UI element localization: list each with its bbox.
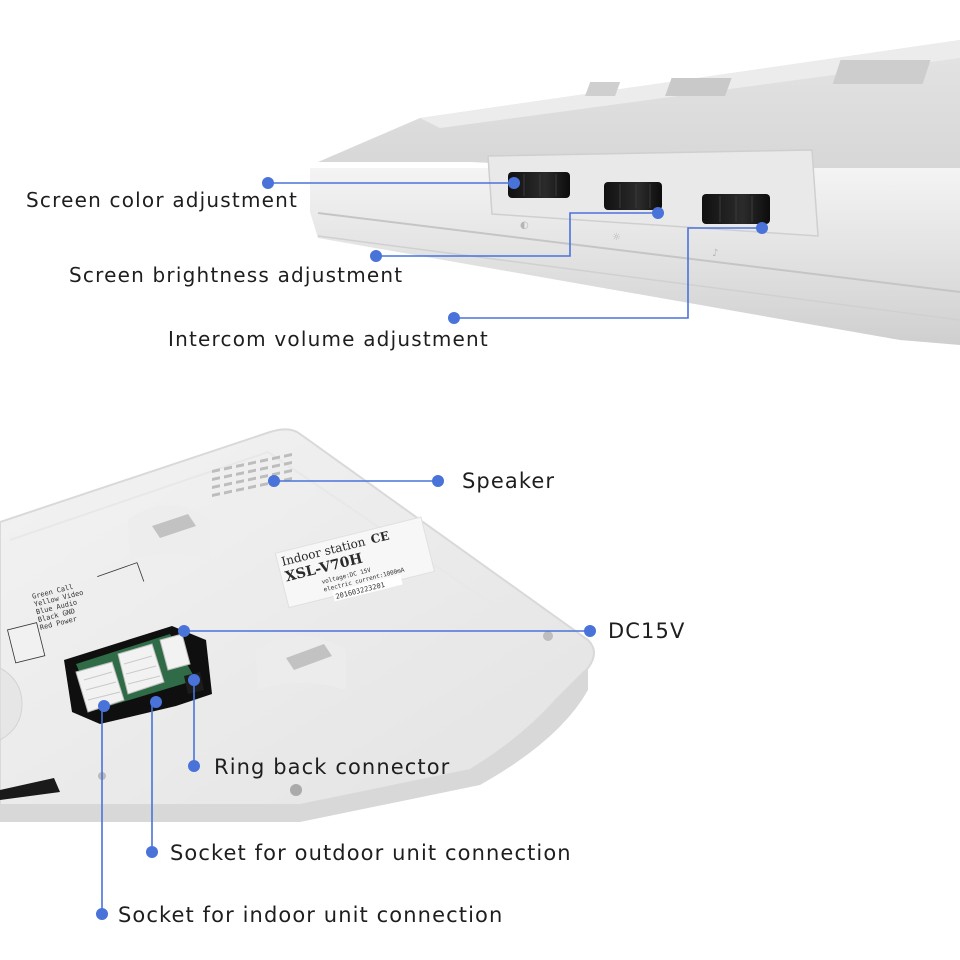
brightness-callout-line	[376, 212, 656, 257]
speaker-callout-dot	[432, 475, 444, 487]
svg-text:☼: ☼	[612, 232, 621, 243]
speaker-grille	[212, 452, 292, 497]
volume-callout-dot	[448, 312, 460, 324]
indoor-target-dot	[98, 700, 110, 712]
svg-text:◐: ◐	[520, 220, 529, 231]
speaker-label: Speaker	[462, 469, 556, 493]
dc-label: DC15V	[608, 619, 686, 643]
ringback-target-dot	[188, 674, 200, 686]
volume-callout-line	[454, 227, 762, 319]
volume-wheel[interactable]	[702, 194, 770, 224]
svg-text:♪: ♪	[712, 248, 718, 259]
color-wheel[interactable]	[508, 172, 570, 198]
callout-lines	[101, 182, 762, 914]
indoor-socket-label: Socket for indoor unit connection	[118, 903, 504, 927]
monitor-back-view: Indoor station CE XSL-V70H voltage:DC 15…	[0, 428, 595, 822]
volume-target-dot	[756, 222, 768, 234]
speaker-target-dot	[268, 475, 280, 487]
outdoor-socket-label: Socket for outdoor unit connection	[170, 841, 572, 865]
rating-label: Indoor station CE XSL-V70H voltage:DC 15…	[274, 516, 436, 609]
volume-adjustment-label: Intercom volume adjustment	[168, 327, 489, 351]
monitor-side-view: ◐ ☼ ♪	[310, 40, 960, 345]
color-callout-dot	[262, 177, 274, 189]
brightness-adjustment-label: Screen brightness adjustment	[69, 263, 404, 287]
callout-dots	[96, 177, 768, 920]
indoor-callout-dot	[96, 908, 108, 920]
outdoor-target-dot	[150, 696, 162, 708]
color-target-dot	[508, 177, 520, 189]
outdoor-socket[interactable]	[117, 643, 165, 695]
brightness-callout-dot	[370, 250, 382, 262]
indoor-socket[interactable]	[75, 661, 125, 713]
connector-bay	[64, 626, 212, 724]
ringback-label: Ring back connector	[214, 755, 451, 779]
outdoor-callout-dot	[146, 846, 158, 858]
dc-socket[interactable]	[159, 633, 191, 671]
color-adjustment-label: Screen color adjustment	[26, 188, 299, 212]
dc-target-dot	[178, 625, 190, 637]
dc-callout-dot	[584, 625, 596, 637]
brightness-target-dot	[652, 207, 664, 219]
ce-mark: CE	[369, 528, 391, 546]
brightness-wheel[interactable]	[604, 182, 662, 210]
ringback-callout-dot	[188, 760, 200, 772]
